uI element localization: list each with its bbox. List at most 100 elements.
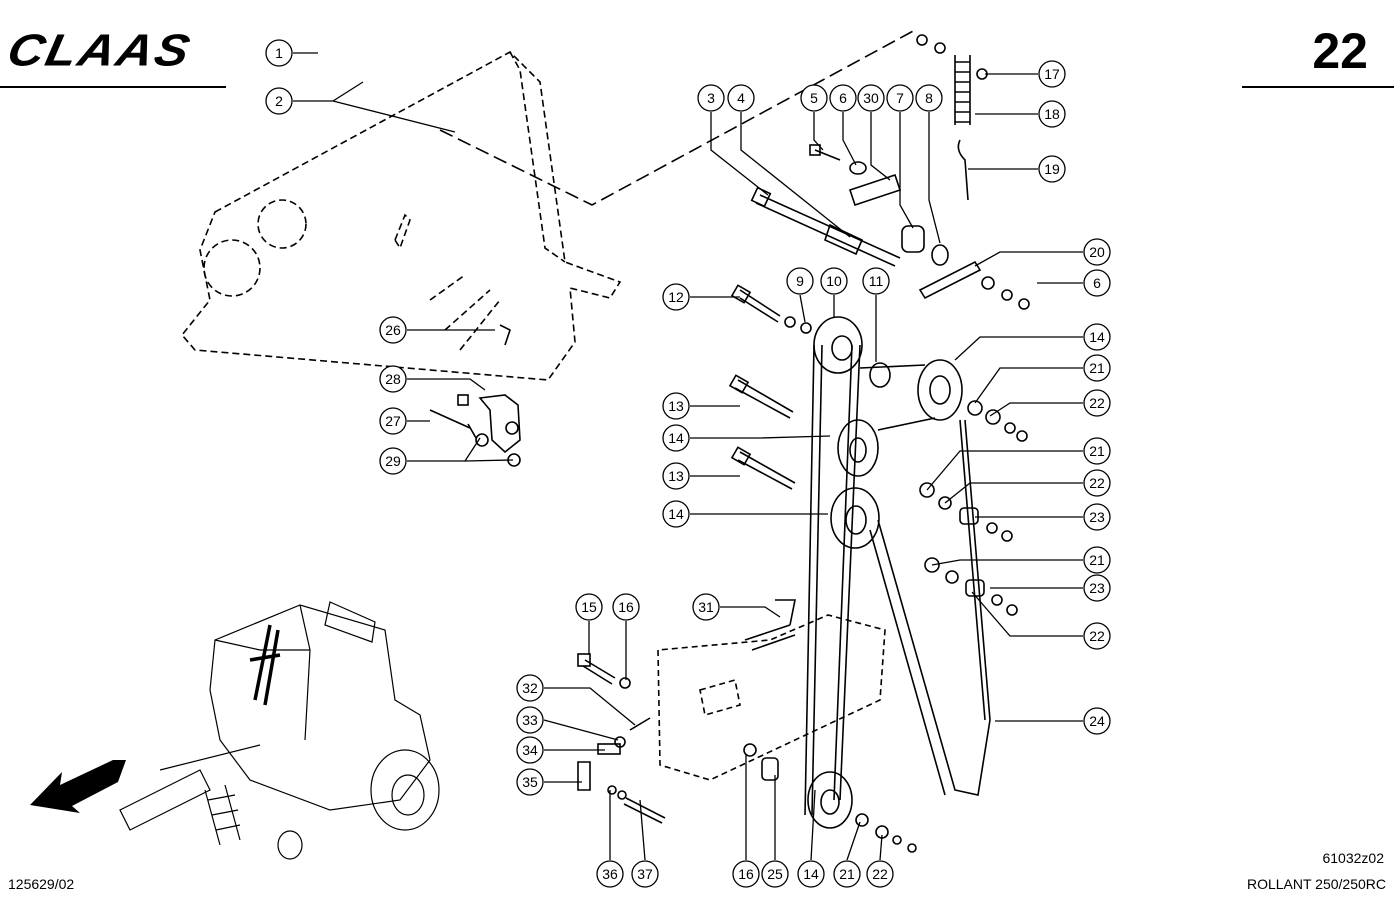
callout-32: 32	[516, 674, 544, 702]
callout-14: 14	[1083, 323, 1111, 351]
callout-label: 16	[618, 599, 634, 615]
callout-leader-lines	[293, 52, 1083, 861]
callout-label: 34	[522, 742, 538, 758]
callout-circle	[1038, 60, 1066, 88]
callout-21: 21	[1083, 546, 1111, 574]
callout-label: 22	[1089, 628, 1105, 644]
callout-label: 8	[925, 90, 933, 106]
leader-line	[407, 378, 486, 391]
callout-circle	[265, 39, 293, 67]
model-name: ROLLANT 250/250RC	[1246, 876, 1386, 892]
leader-line	[989, 402, 1083, 417]
callout-1: 1	[265, 39, 293, 67]
drawing-reference: 61032z02	[1322, 850, 1384, 866]
callout-label: 21	[1089, 443, 1105, 459]
callout-29: 29	[379, 447, 407, 475]
callout-circle	[829, 84, 857, 112]
callout-label: 35	[522, 774, 538, 790]
callout-22: 22	[1083, 622, 1111, 650]
callout-16: 16	[732, 860, 760, 888]
callout-circle	[379, 407, 407, 435]
callout-circle	[915, 84, 943, 112]
callout-circle	[1038, 100, 1066, 128]
callout-label: 26	[385, 322, 401, 338]
callout-19: 19	[1038, 155, 1066, 183]
callout-circle	[516, 736, 544, 764]
tension-spring	[916, 34, 1030, 310]
callout-circle	[1083, 546, 1111, 574]
leader-line	[543, 719, 619, 741]
callout-label: 7	[896, 90, 904, 106]
callout-circle	[379, 447, 407, 475]
callout-circle	[662, 392, 690, 420]
adjuster-bracket	[429, 324, 521, 467]
callout-circle	[575, 593, 603, 621]
pulley-idler-11	[869, 362, 891, 388]
callout-label: 19	[1044, 161, 1060, 177]
callout-label: 14	[668, 430, 684, 446]
callout-2: 2	[265, 87, 293, 115]
callout-30: 30	[857, 84, 885, 112]
callout-label: 22	[872, 866, 888, 882]
callout-circle	[1083, 354, 1111, 382]
callout-circle	[662, 283, 690, 311]
callout-circle	[786, 267, 814, 295]
callout-circle	[761, 860, 789, 888]
leader-line	[954, 336, 1083, 361]
side-frame-plate	[180, 51, 622, 381]
leader-line	[293, 81, 364, 102]
callout-label: 18	[1044, 106, 1060, 122]
callout-15: 15	[575, 593, 603, 621]
view-direction-arrow	[30, 760, 126, 813]
callout-circle	[379, 365, 407, 393]
leader-line	[810, 789, 816, 861]
callout-22: 22	[1083, 469, 1111, 497]
callout-label: 9	[796, 273, 804, 289]
leader-line	[879, 834, 883, 861]
callout-37: 37	[631, 860, 659, 888]
callout-label: 14	[803, 866, 819, 882]
callout-circle	[1083, 469, 1111, 497]
callout-16: 16	[612, 593, 640, 621]
callout-label: 1	[275, 45, 283, 61]
tensioner-bolts	[728, 284, 812, 490]
leader-line	[928, 112, 941, 244]
callout-circle	[1083, 622, 1111, 650]
callout-31: 31	[692, 593, 720, 621]
leader-line	[639, 799, 646, 861]
spring-reference-line	[439, 29, 916, 206]
callout-22: 22	[866, 860, 894, 888]
callout-label: 17	[1044, 66, 1060, 82]
callout-label: 14	[668, 506, 684, 522]
callout-label: 5	[810, 90, 818, 106]
callout-circle	[516, 706, 544, 734]
callout-25: 25	[761, 860, 789, 888]
callout-circle	[662, 500, 690, 528]
leader-line	[799, 294, 806, 323]
callout-label: 28	[385, 371, 401, 387]
leader-line	[931, 559, 1083, 566]
header-rule-right	[1242, 86, 1394, 88]
callout-circle	[820, 267, 848, 295]
leader-line	[971, 591, 1083, 637]
callout-22: 22	[1083, 389, 1111, 417]
callout-circle	[833, 860, 861, 888]
callout-circle	[1083, 238, 1111, 266]
callout-label: 30	[863, 90, 879, 106]
pulley-top-right	[917, 359, 963, 421]
callout-circle	[797, 860, 825, 888]
leader-line	[690, 435, 831, 439]
callout-28: 28	[379, 365, 407, 393]
callout-label: 33	[522, 712, 538, 728]
callout-circle	[1038, 155, 1066, 183]
callout-circle	[265, 87, 293, 115]
leader-line	[740, 112, 851, 238]
callout-13: 13	[662, 462, 690, 490]
callout-circle	[596, 860, 624, 888]
leader-line	[332, 100, 456, 133]
callout-label: 31	[698, 599, 714, 615]
callout-label: 4	[737, 90, 745, 106]
pulley-lower	[830, 487, 880, 549]
callout-label: 10	[826, 273, 842, 289]
callout-circle	[1083, 707, 1111, 735]
